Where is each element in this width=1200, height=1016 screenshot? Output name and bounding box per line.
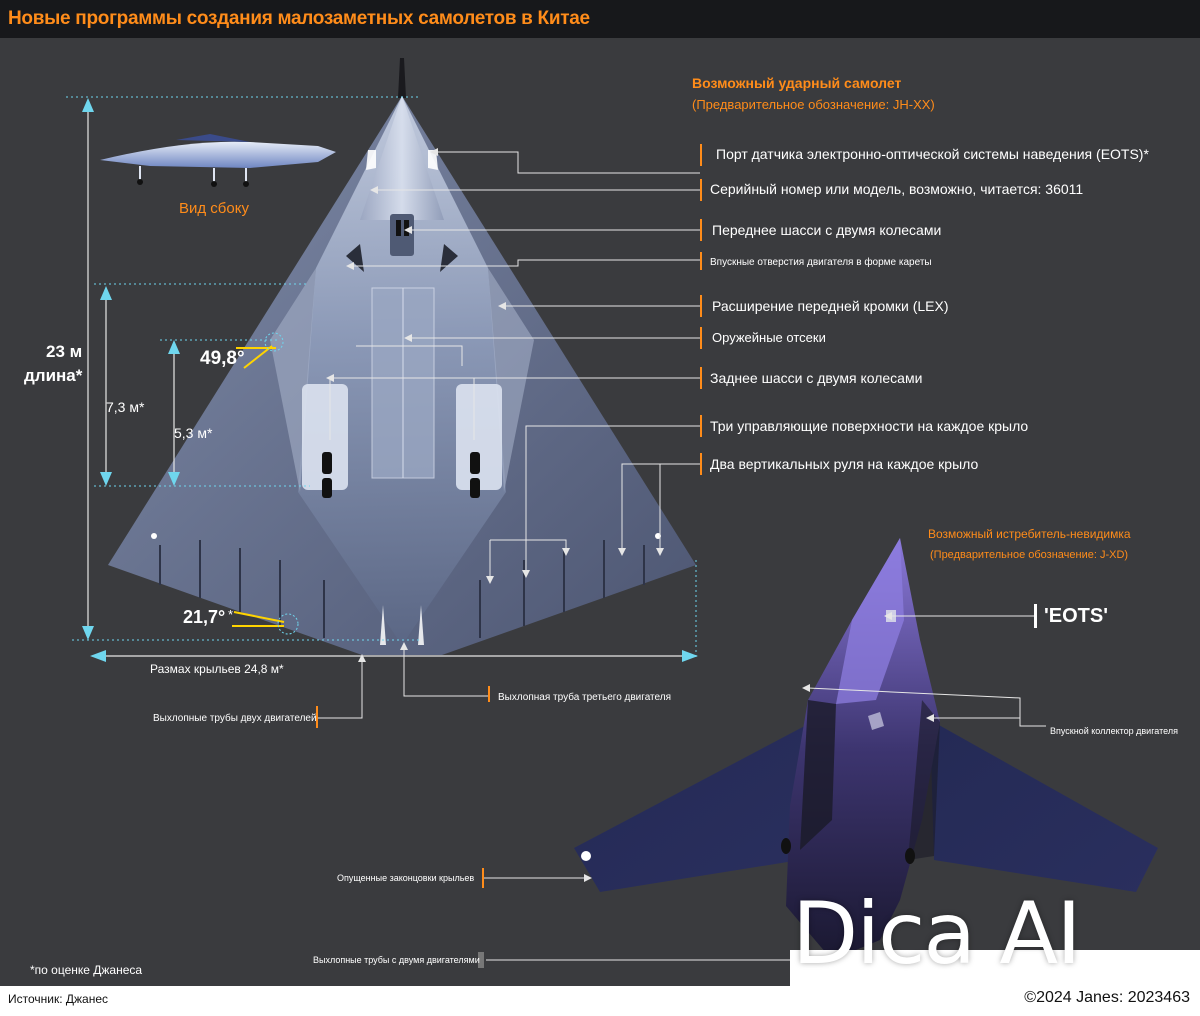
callout-control-surfaces: Три управляющие поверхности на каждое кр… [710,418,1029,434]
fighter-intake: Впускной коллектор двигателя [1050,726,1178,736]
footer-bar: Источник: Джанес ©2024 Janes: 2023463 [0,986,1200,1016]
fighter-title: Возможный истребитель-невидимка [928,527,1131,541]
callout-rudders: Два вертикальных руля на каждое крыло [710,456,979,472]
dim-wingspan: Размах крыльев 24,8 м* [150,662,284,676]
dim-5-3: 5,3 м* [174,425,213,441]
callout-bays: Оружейные отсеки [712,330,826,345]
dim-length-word: длина* [24,366,83,385]
fighter-subtitle: (Предварительное обозначение: J-XD) [930,549,1129,561]
callout-exhaust-two: Выхлопные трубы двух двигателей [153,713,317,724]
dim-angle-21-7-star: * [228,607,234,622]
callout-lex: Расширение передней кромки (LEX) [712,298,949,314]
fighter-callout-ticks [478,604,1037,968]
watermark: Dica AI [792,884,1082,984]
callout-serial: Серийный номер или модель, возможно, чит… [710,181,1084,197]
page-title: Новые программы создания малозаметных са… [8,8,590,29]
callout-rear-gear: Заднее шасси с двумя колесами [710,370,923,386]
callout-lines [318,151,702,719]
dim-angle-21-7: 21,7° [183,607,226,627]
callout-intakes: Впускные отверстия двигателя в форме кар… [710,257,932,268]
fighter-wingtips: Опущенные законцовки крыльев [337,873,475,883]
fighter-eots: 'EOTS' [1044,605,1108,627]
fighter-exhaust: Выхлопные трубы с двумя двигателями [313,955,480,965]
callout-front-gear: Переднее шасси с двумя колесами [712,222,942,238]
fighter-callout-lines [484,615,1046,961]
dim-7-3: 7,3 м* [106,399,145,415]
dim-length-value: 23 м [46,342,83,361]
fighter-aircraft [574,538,1158,960]
header-bar: Новые программы создания малозаметных са… [0,0,1200,38]
strike-subtitle: (Предварительное обозначение: JH-XX) [692,97,935,112]
callout-eots: Порт датчика электронно-оптической систе… [716,146,1149,162]
footnote: *по оценке Джанеса [30,963,143,977]
dimension-lines [66,96,698,662]
dim-angle-49-8: 49,8° [200,348,245,369]
watermark-backdrop [790,950,1200,990]
side-view-label: Вид сбоку [179,200,249,217]
source-label: Источник: Джанес [8,992,109,1006]
strike-title: Возможный ударный самолет [692,75,902,91]
callout-ticks [316,144,702,728]
callout-arrowheads [326,148,664,662]
strike-aircraft [108,58,696,655]
copyright-label: ©2024 Janes: 2023463 [1024,989,1190,1006]
callout-exhaust-third: Выхлопная труба третьего двигателя [498,692,671,703]
side-view-aircraft [100,134,336,187]
